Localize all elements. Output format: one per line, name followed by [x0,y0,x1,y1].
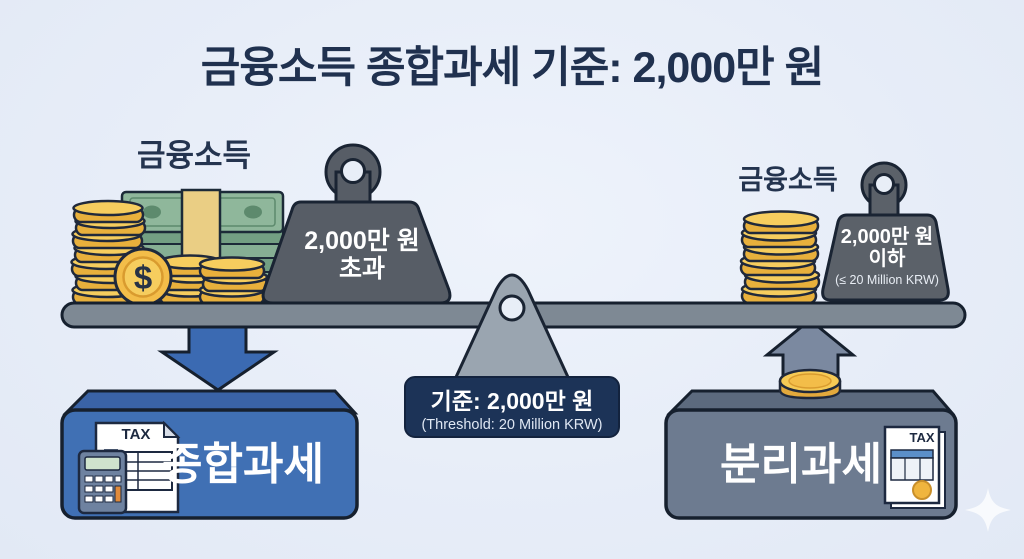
coin-stack-icon-left: $ [70,199,269,307]
weight-left-line2: 초과 [338,255,386,283]
threshold-badge: 기준: 2,000만 원 (Threshold: 20 Million KRW) [404,376,620,438]
coin-stack-icon-right [739,210,821,305]
threshold-badge-line2: (Threshold: 20 Million KRW) [421,416,603,433]
income-label-left: 금융소득 [136,138,252,173]
weight-icon-left [261,143,452,305]
tax-document-icon-right [883,425,946,509]
separate-tax-box [664,389,958,520]
sparkle-icon [965,488,1011,532]
tax-doc-label-right: TAX [909,430,935,445]
down-arrow-icon [157,318,279,392]
income-label-right: 금융소득 [738,165,838,195]
weight-right-line1: 2,000만 원 [840,226,934,248]
svg-text:$: $ [134,259,152,296]
calculator-icon [77,449,128,515]
separate-tax-label: 분리과세 [720,440,882,489]
weight-left-line1: 2,000만 원 [304,227,420,255]
weight-right-line3: (≤ 20 Million KRW) [835,272,939,287]
threshold-badge-line1: 기준: 2,000만 원 [430,387,594,414]
page-title: 금융소득 종합과세 기준: 2,000만 원 [200,44,824,92]
weight-label-right: 2,000만 원 이하 (≤ 20 Million KRW) [835,226,939,287]
dollar-coin-icon: $ [113,247,173,307]
coin-icon-arrow-base [778,368,842,400]
weight-icon-right [821,161,950,302]
weight-label-left: 2,000만 원 초과 [304,227,420,283]
tax-doc-label-left: TAX [121,426,151,443]
comprehensive-tax-label: 종합과세 [162,440,324,489]
weight-right-line2: 이하 [868,248,906,271]
